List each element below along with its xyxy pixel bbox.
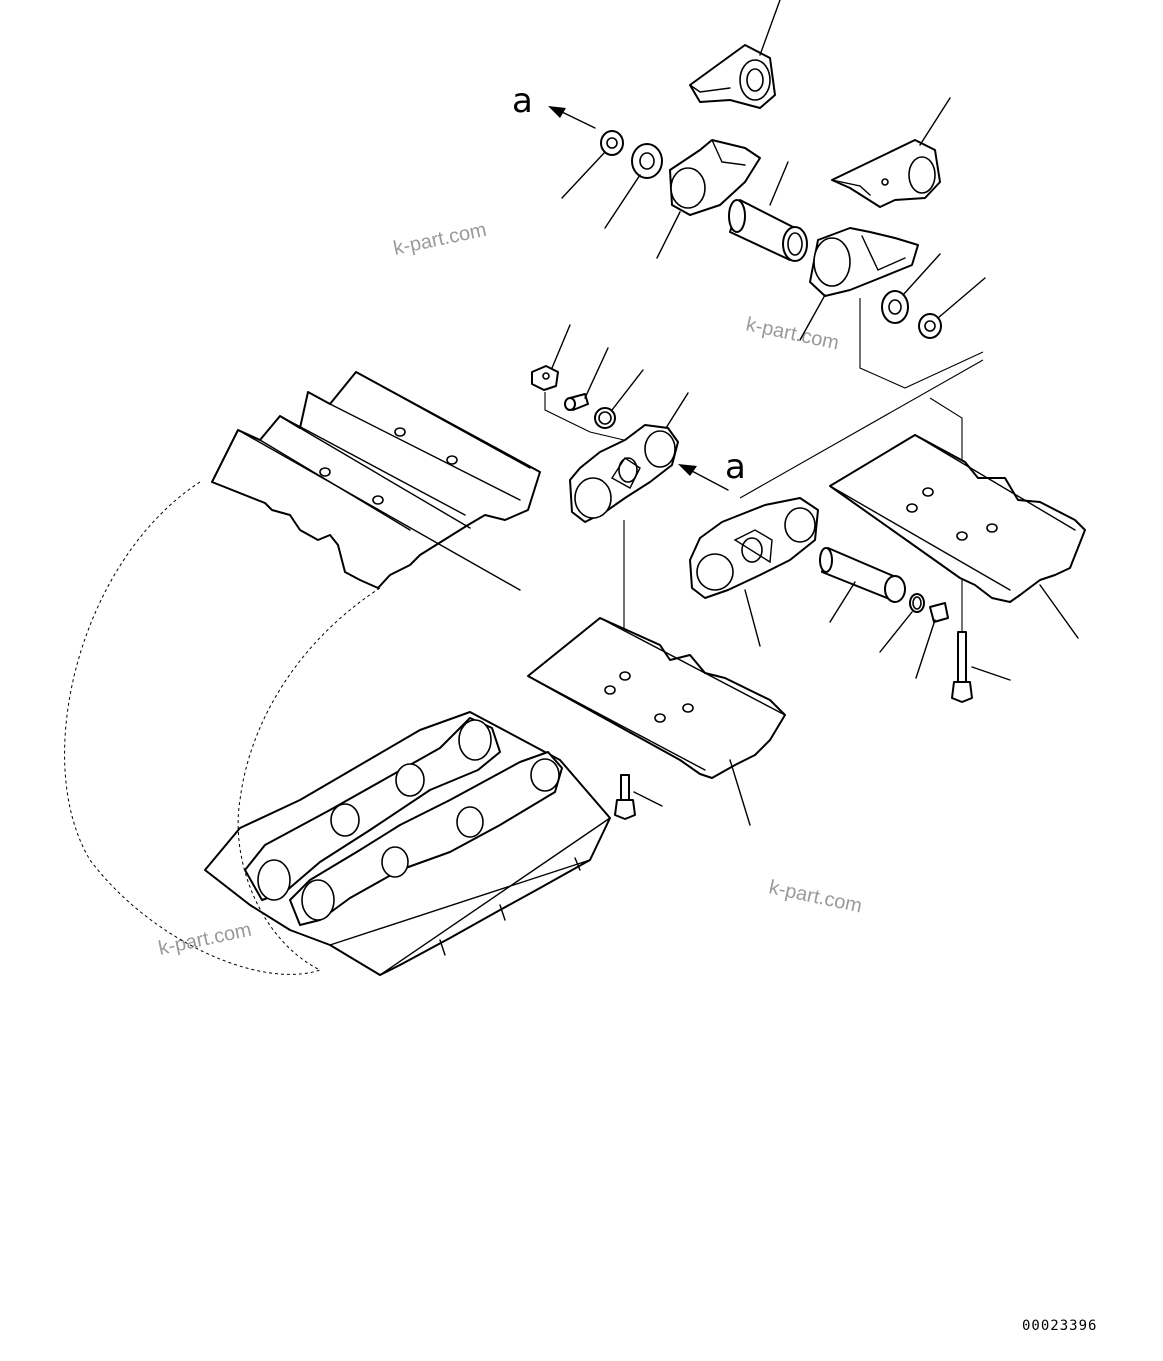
pin-bolt <box>564 393 589 411</box>
nut <box>600 130 624 156</box>
track-loop-outline <box>64 481 381 975</box>
track-link-right <box>689 497 819 599</box>
leader-line <box>665 392 689 429</box>
leader-line <box>919 97 951 146</box>
track-shoe-plate-right <box>829 434 1086 603</box>
leader-line <box>1039 584 1079 639</box>
connector-line <box>859 298 984 389</box>
snap-ring <box>594 407 616 429</box>
bushing <box>728 199 808 262</box>
square-nut <box>531 365 559 391</box>
shoe-bolt-left <box>614 774 636 820</box>
leader-line <box>799 294 826 341</box>
leader-line <box>829 581 856 623</box>
track-shoe-plate-bottom <box>527 617 786 779</box>
drawing-number: 00023396 <box>1022 1318 1097 1334</box>
shoe-bolt-right <box>951 631 973 703</box>
leader-line <box>879 611 913 653</box>
leader-line <box>656 211 681 259</box>
seal-ring-right <box>881 290 909 324</box>
leader-line <box>729 759 751 826</box>
leader-line <box>611 369 644 411</box>
leader-line <box>902 253 941 296</box>
leader-line <box>915 619 936 679</box>
leader-line <box>759 0 781 56</box>
master-link-right <box>809 227 919 297</box>
arrow-a-centre: a <box>678 447 746 491</box>
marker-a-centre: a <box>725 447 746 487</box>
track-shoe-plate-top <box>211 371 541 591</box>
master-link-half-right <box>831 139 941 208</box>
watermark-3: k-part.com <box>767 876 864 917</box>
master-link-half-top <box>689 44 776 109</box>
marker-a-top: a <box>512 81 533 121</box>
leader-line <box>604 174 641 229</box>
nut-right <box>918 313 942 339</box>
leader-line <box>971 666 1011 681</box>
seal-ring <box>631 143 663 179</box>
watermark-2: k-part.com <box>744 313 841 354</box>
leader-line <box>561 151 606 199</box>
leader-line <box>937 277 986 319</box>
leader-line <box>584 347 609 399</box>
track-chain-assembly <box>204 711 611 976</box>
leader-line <box>769 161 789 206</box>
leader-line <box>633 791 663 807</box>
plug <box>929 602 949 623</box>
leader-line <box>744 589 761 647</box>
track-pin <box>819 547 906 603</box>
watermark-4: k-part.com <box>156 919 253 960</box>
track-link-pair <box>569 424 679 523</box>
leader-line <box>551 324 571 369</box>
connector-line <box>739 359 984 499</box>
master-link-left <box>669 139 761 216</box>
watermark-1: k-part.com <box>391 219 488 260</box>
retainer-ring <box>909 593 925 613</box>
connector-line <box>544 392 625 441</box>
arrow-a-top: a <box>512 81 596 129</box>
